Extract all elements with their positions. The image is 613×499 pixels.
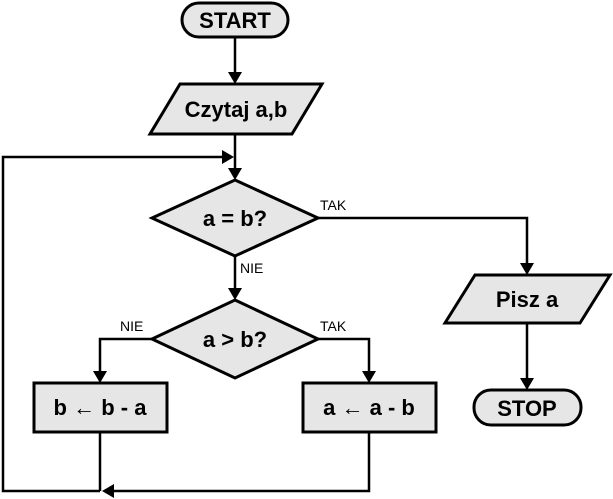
node-cond-gt: a > b? bbox=[148, 298, 322, 380]
node-assign-b: b ← b - a bbox=[32, 381, 169, 434]
io-shape bbox=[147, 82, 325, 136]
terminator-shape bbox=[472, 388, 583, 427]
node-read: Czytaj a,b bbox=[147, 82, 325, 136]
arrowhead bbox=[228, 72, 242, 84]
arrowhead bbox=[102, 484, 114, 498]
node-stop: STOP bbox=[472, 388, 583, 427]
arrowhead bbox=[93, 371, 107, 383]
edge-loop-back bbox=[1, 155, 224, 493]
start-label: START bbox=[199, 8, 271, 33]
arrowhead bbox=[222, 150, 234, 164]
edge-label-eq-no: NIE bbox=[240, 260, 263, 276]
edge-label-gt-yes: TAK bbox=[320, 318, 347, 334]
edge-assign-a-down bbox=[112, 432, 371, 493]
arrowhead bbox=[520, 378, 534, 390]
arrowhead bbox=[228, 168, 242, 180]
arrowhead bbox=[520, 263, 534, 275]
edge-cond-eq-yes bbox=[318, 216, 529, 265]
node-write: Pisz a bbox=[442, 273, 613, 325]
process-shape bbox=[301, 381, 438, 434]
decision-shape bbox=[148, 298, 322, 380]
decision-shape bbox=[148, 178, 322, 258]
read-label: Czytaj a,b bbox=[185, 97, 288, 122]
terminator-shape bbox=[180, 1, 290, 39]
edge-label-gt-no: NIE bbox=[120, 318, 143, 334]
arrowhead bbox=[362, 371, 376, 383]
io-shape bbox=[442, 273, 613, 325]
connectors bbox=[1, 37, 534, 498]
cond-eq-label: a = b? bbox=[203, 206, 267, 231]
write-label: Pisz a bbox=[496, 287, 559, 312]
node-cond-eq: a = b? bbox=[148, 178, 322, 258]
cond-gt-label: a > b? bbox=[203, 327, 267, 352]
assign-a-label: a ← a - b bbox=[323, 395, 415, 420]
assign-b-label: b ← b - a bbox=[54, 395, 148, 420]
edge-cond-gt-no bbox=[98, 337, 152, 373]
node-start: START bbox=[180, 1, 290, 39]
process-shape bbox=[32, 381, 169, 434]
edge-label-eq-yes: TAK bbox=[320, 197, 347, 213]
edge-cond-gt-yes bbox=[318, 337, 371, 373]
node-assign-a: a ← a - b bbox=[301, 381, 438, 434]
stop-label: STOP bbox=[497, 396, 557, 421]
arrowhead bbox=[228, 288, 242, 300]
